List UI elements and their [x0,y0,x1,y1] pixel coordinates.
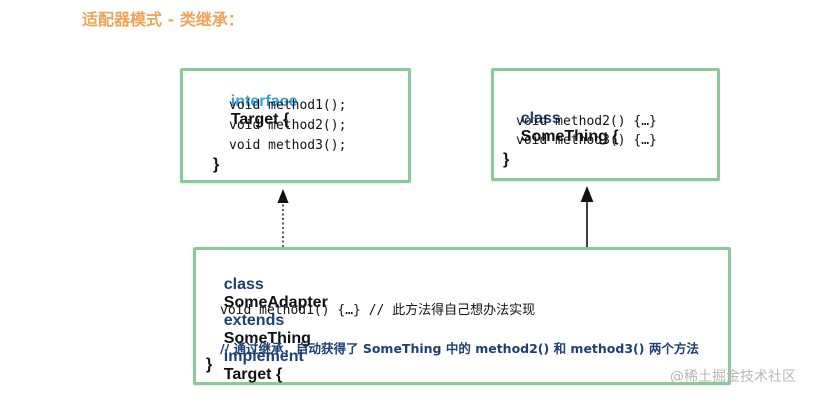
adapter-comment: // 通过继承，自动获得了 SomeThing 中的 method2() 和 m… [220,341,699,356]
target-method-1: void method1(); [229,98,347,113]
something-header: class SomeThing { [503,92,619,164]
adapter-parent: SomeThing [223,330,311,347]
something-method-3: void method3() {…} [516,133,657,148]
extends-keyword: extends [223,312,285,329]
class-something-box: class SomeThing { void method2() {…} voi… [491,68,720,181]
adapter-header: class SomeAdapter extends SomeThing impl… [206,258,328,402]
adapter-method-1: void method1() {…} // 此方法得自己想办法实现 [220,303,536,318]
page-title: 适配器模式 - 类继承： [82,10,244,29]
adapter-name: SomeAdapter [223,294,328,311]
class-someadapter-box: class SomeAdapter extends SomeThing impl… [193,247,731,385]
interface-target-box: interface Target { void method1(); void … [180,68,411,183]
class-keyword: class [520,110,561,127]
adapter-class-keyword: class [223,276,264,293]
target-header: interface Target { [213,75,298,147]
something-name: SomeThing { [520,128,619,145]
interface-keyword: interface [230,93,298,110]
adapter-interface: Target { [223,366,283,383]
adapter-close-brace: } [206,356,213,373]
target-name: Target { [230,111,290,128]
target-method-3: void method3(); [229,138,347,153]
target-method-2: void method2(); [229,118,347,133]
something-close-brace: } [503,151,510,168]
something-method-2: void method2() {…} [516,114,657,129]
target-close-brace: } [213,156,220,173]
watermark: @稀土掘金技术社区 [670,369,796,385]
implement-keyword: implement [223,348,304,365]
